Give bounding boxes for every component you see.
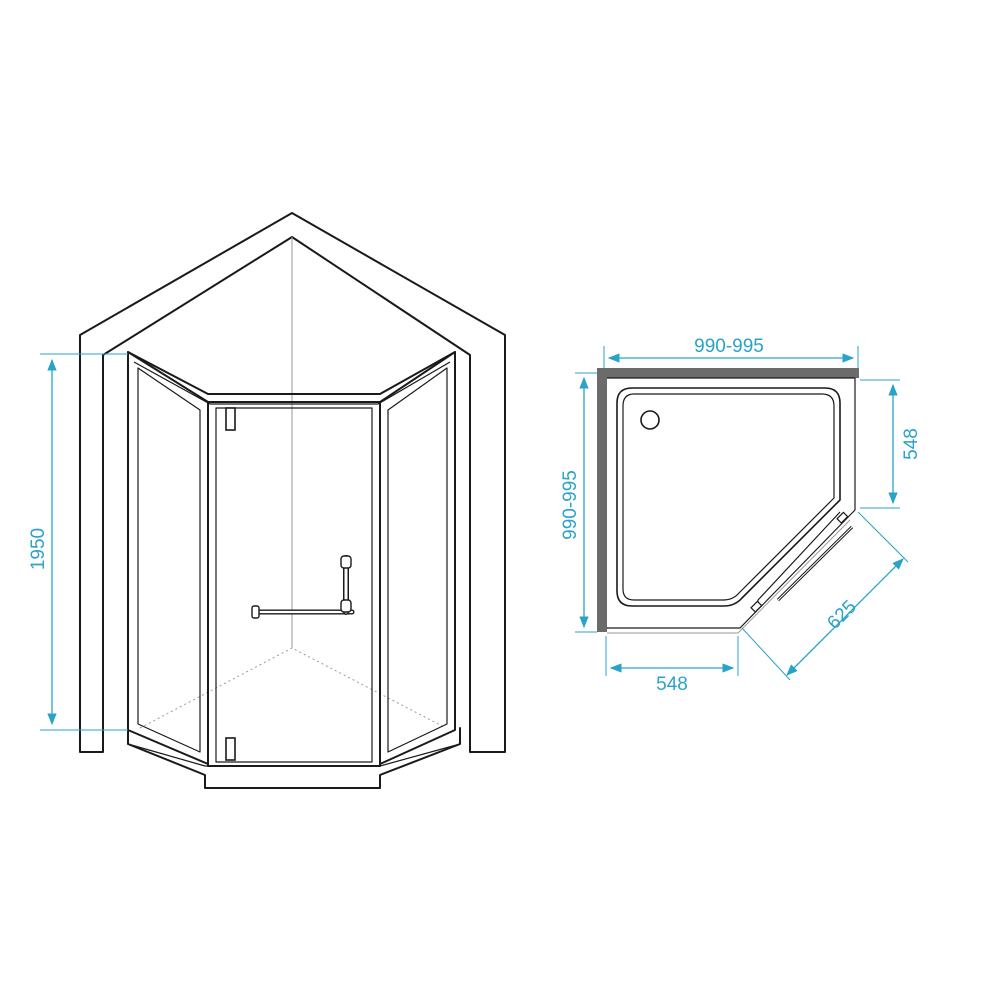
width-label: 990-995 xyxy=(694,336,764,357)
plan-wall-left xyxy=(597,368,607,632)
plan-view: 990-995 990-995 548 548 625 xyxy=(560,336,922,695)
bottom-hinge xyxy=(225,737,236,761)
right-fixed-panel xyxy=(379,351,456,765)
height-dimension: 1950 xyxy=(28,353,128,731)
left-fixed-panel xyxy=(127,351,209,765)
hinged-door-inner xyxy=(215,407,373,763)
shower-tray-plan xyxy=(616,387,841,607)
towel-bar-handle xyxy=(251,555,355,619)
right-side-dimension: 548 xyxy=(860,379,922,509)
plan-wall-top xyxy=(597,368,859,378)
width-dimension: 990-995 xyxy=(603,336,859,368)
right-side-label: 548 xyxy=(901,428,922,460)
enclosure-outline xyxy=(607,377,856,629)
diagonal-door-plan xyxy=(750,511,854,613)
drain-icon xyxy=(640,410,660,430)
height-label: 1950 xyxy=(28,528,49,570)
top-frame-inner xyxy=(133,361,451,405)
left-fixed-panel-inner xyxy=(137,367,201,753)
hinged-door xyxy=(207,401,381,767)
enclosure-glass-line xyxy=(607,519,851,634)
floor-lines xyxy=(139,647,447,729)
corner-walls xyxy=(79,212,506,753)
bottom-side-label: 548 xyxy=(656,674,688,695)
top-frame xyxy=(127,351,456,395)
diagonal-dimension: 625 xyxy=(741,511,909,681)
shower-tray xyxy=(127,727,461,789)
bottom-side-dimension: 548 xyxy=(605,636,739,695)
perspective-view: 1950 xyxy=(28,212,506,789)
depth-dimension: 990-995 xyxy=(560,372,597,633)
top-hinge xyxy=(225,407,236,431)
shower-tray-plan-inner xyxy=(622,393,835,601)
diagonal-label: 625 xyxy=(823,596,860,633)
depth-label: 990-995 xyxy=(560,470,581,540)
right-fixed-panel-inner xyxy=(387,367,448,753)
